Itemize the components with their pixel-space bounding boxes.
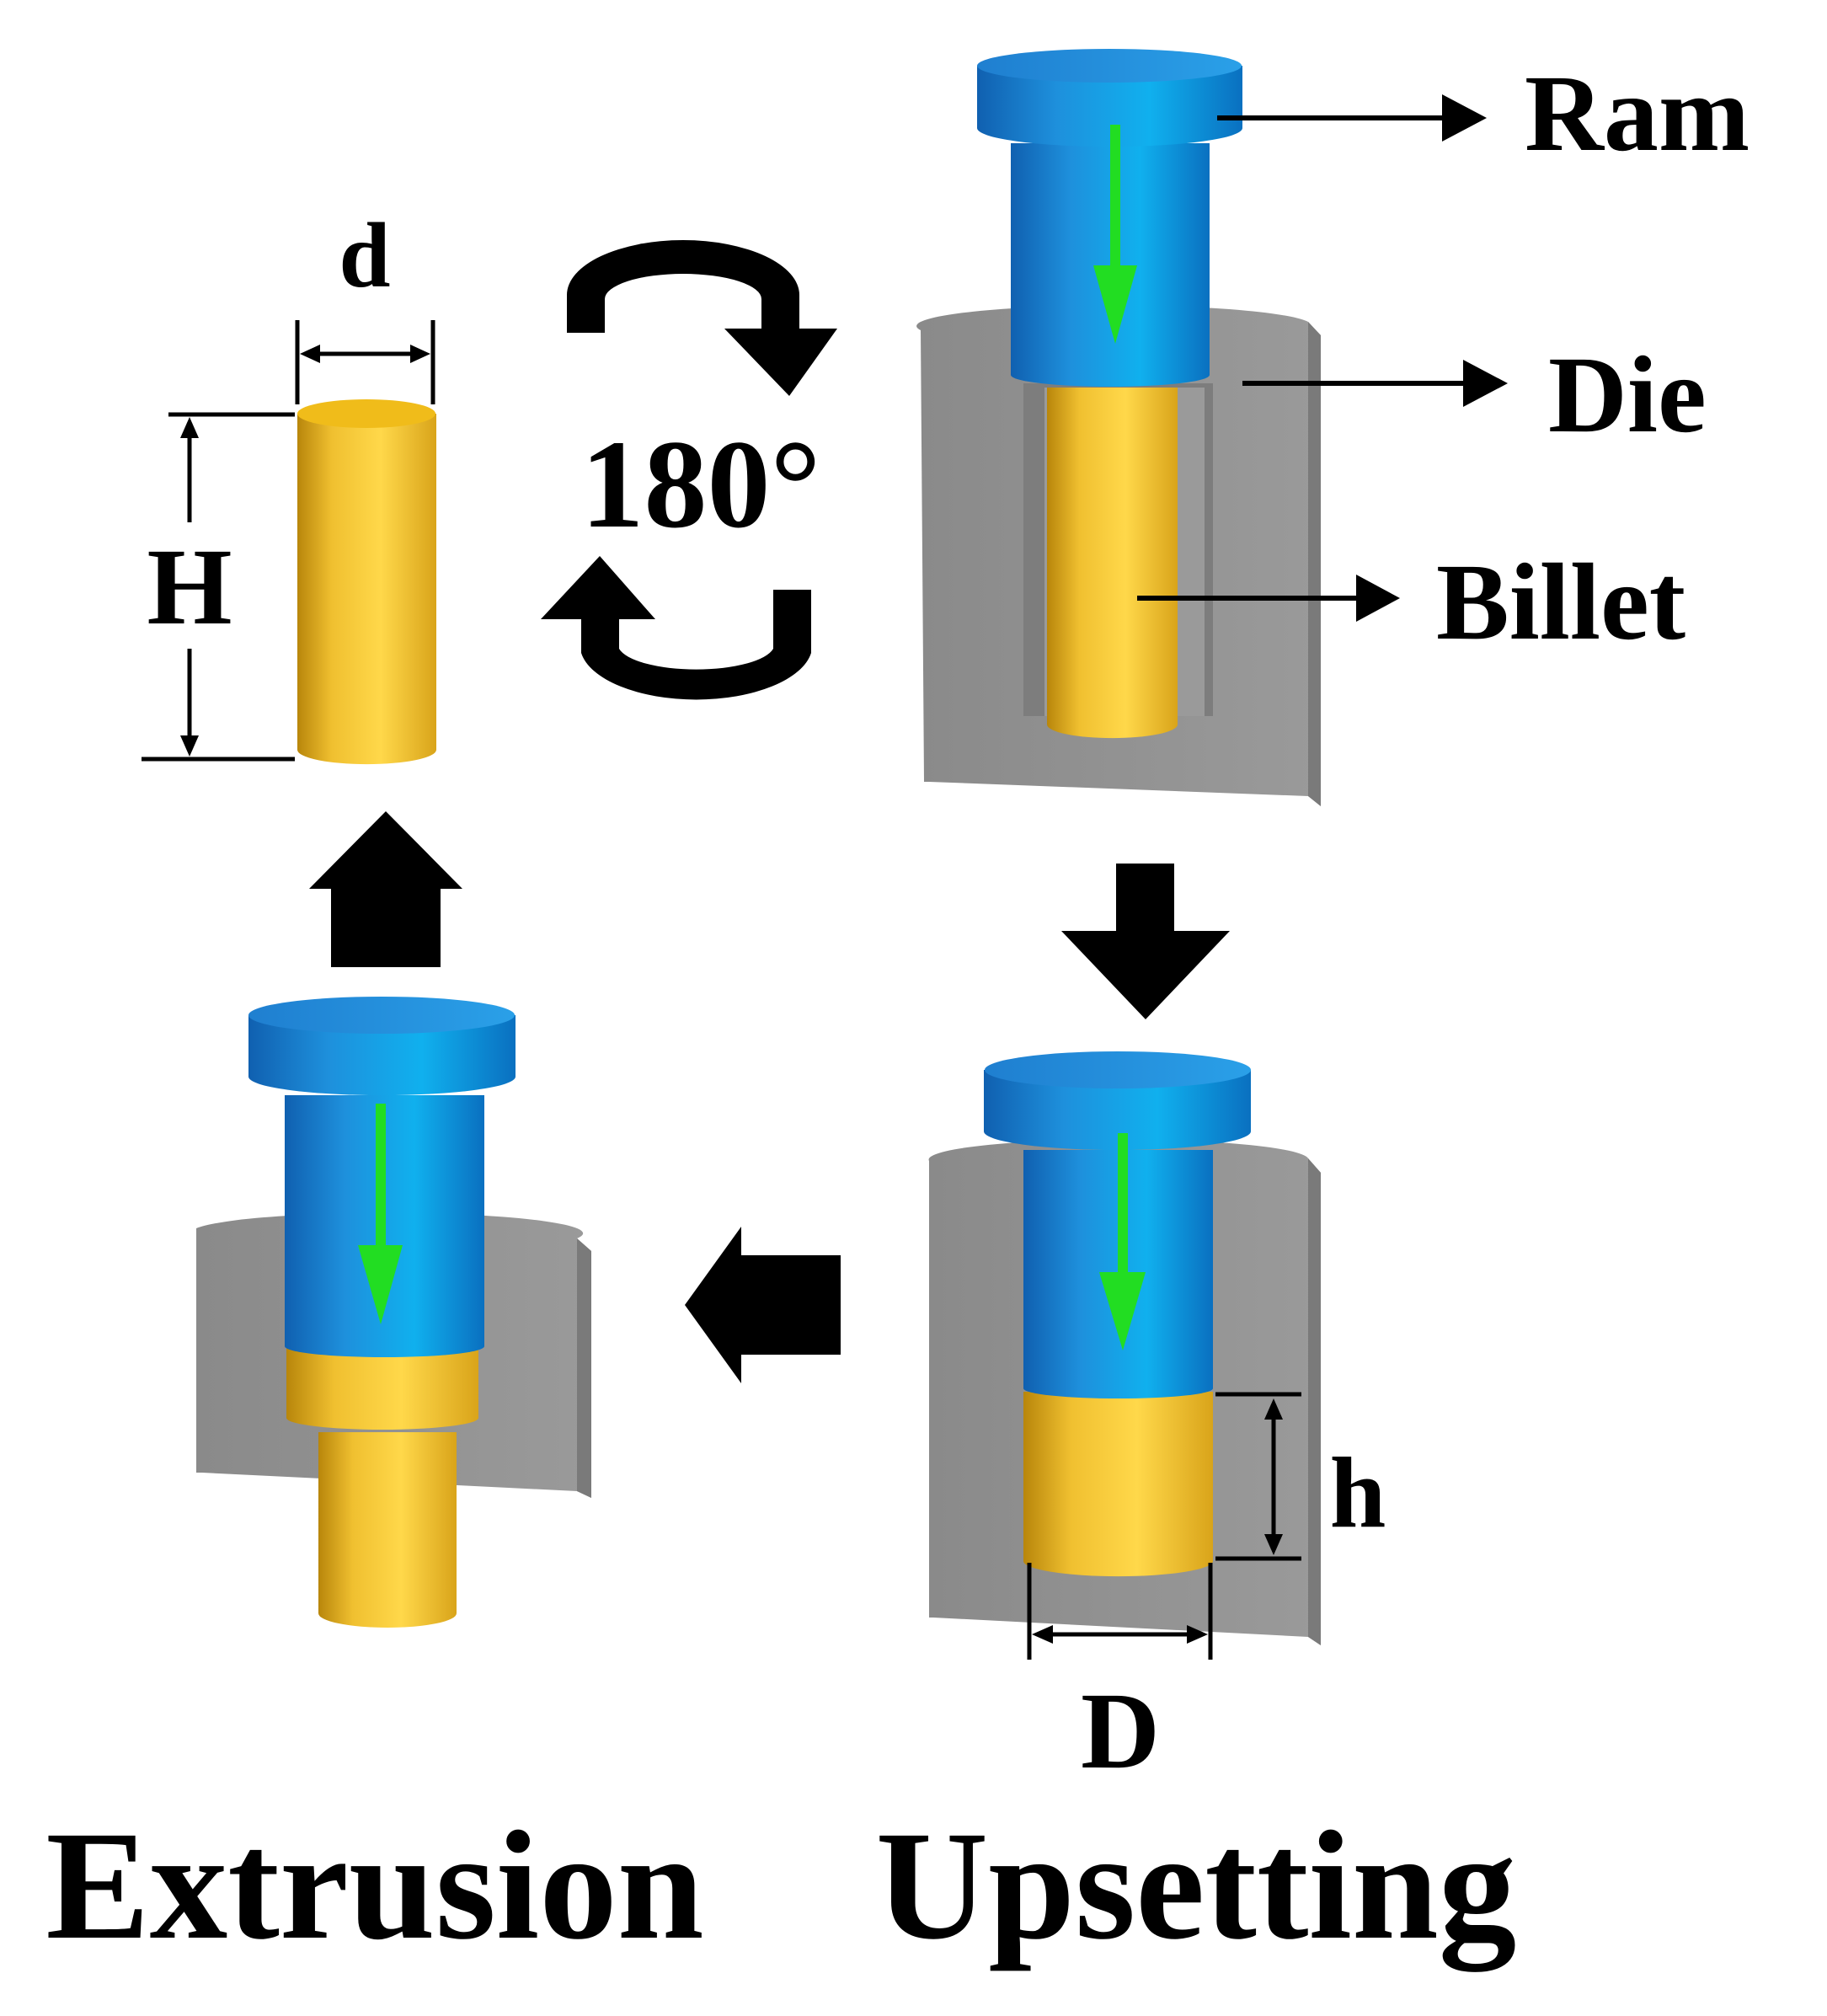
caption-upsetting: Upsetting xyxy=(876,1799,1517,1972)
flow-arrow-up-icon xyxy=(309,811,462,967)
extruded-billet xyxy=(318,1432,457,1628)
dimension-h xyxy=(1215,1392,1301,1561)
ram-head-top xyxy=(977,49,1242,83)
upsetting-assembly: h D xyxy=(928,1051,1386,1792)
ram-pointer xyxy=(1217,94,1487,142)
upsetting-ram-head xyxy=(984,1070,1251,1151)
upsetting-die-side xyxy=(1308,1158,1321,1645)
extrusion-ram-head-top xyxy=(248,997,515,1034)
ram-head xyxy=(977,66,1242,147)
dimension-H xyxy=(142,412,295,762)
extrusion-ram-motion-arrow xyxy=(358,1104,403,1324)
die-side xyxy=(1308,322,1321,806)
extrusion-ram-head xyxy=(248,1015,516,1096)
caption-extrusion: Extrusion xyxy=(45,1799,703,1972)
label-d: d xyxy=(339,204,390,307)
initial-billet-group: d H xyxy=(142,204,436,765)
initial-billet-top xyxy=(297,399,435,428)
billet-in-die xyxy=(1047,388,1178,739)
component-labels: Ram Die Billet xyxy=(1137,53,1750,663)
rotate-clockwise-icon xyxy=(567,240,837,396)
die-pointer xyxy=(1242,360,1508,407)
setup-assembly xyxy=(916,49,1321,806)
dimension-D xyxy=(1027,1563,1213,1660)
dimension-d xyxy=(295,320,435,404)
rotate-counterclockwise-icon xyxy=(541,556,811,700)
billet-pointer xyxy=(1137,575,1400,622)
rotation-indicator: 180° xyxy=(541,240,837,700)
upsetting-ram-motion-arrow xyxy=(1099,1133,1146,1350)
extrusion-assembly xyxy=(196,997,591,1628)
flow-arrow-down-icon xyxy=(1061,864,1230,1019)
initial-billet xyxy=(297,414,436,765)
extrusion-billet-collar xyxy=(286,1348,478,1430)
extrusion-die-side xyxy=(577,1238,591,1498)
rotation-angle-label: 180° xyxy=(581,414,821,554)
ram-motion-arrow xyxy=(1093,125,1137,344)
label-h: h xyxy=(1330,1436,1386,1548)
upsetting-ram-head-top xyxy=(985,1051,1251,1088)
label-H: H xyxy=(147,527,232,648)
label-billet: Billet xyxy=(1436,542,1685,663)
label-die: Die xyxy=(1548,334,1707,456)
upsetting-billet xyxy=(1023,1392,1213,1577)
label-ram: Ram xyxy=(1525,53,1750,174)
label-D: D xyxy=(1081,1671,1160,1792)
flow-arrow-left-icon xyxy=(685,1227,841,1383)
